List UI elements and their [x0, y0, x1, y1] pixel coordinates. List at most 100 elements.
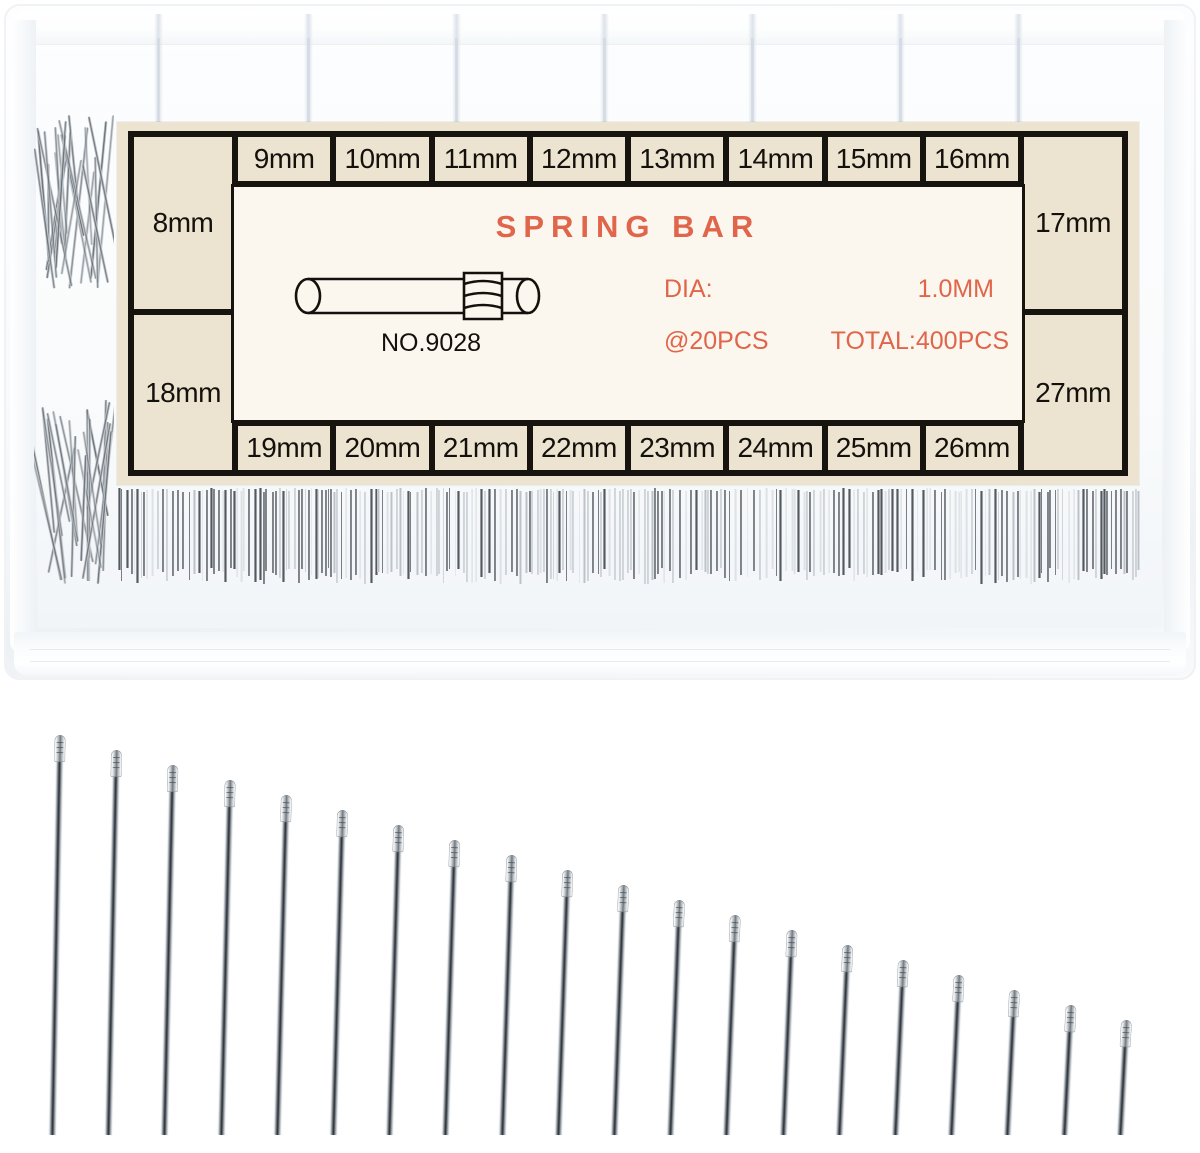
size-cell-20mm: 20mm: [333, 423, 431, 473]
packed-spring-bar: [202, 490, 204, 581]
spring-bar-shaft: [217, 800, 234, 1135]
packed-spring-bar: [505, 489, 507, 574]
packed-spring-bar: [971, 489, 974, 574]
packed-spring-bar: [325, 490, 327, 576]
packed-spring-bar: [531, 491, 533, 573]
packed-spring-bar: [1137, 491, 1140, 570]
spring-coil-line: [507, 867, 514, 868]
spring-bar-tip: [785, 930, 797, 957]
diameter-value: 1.0MM: [918, 275, 994, 304]
packed-spring-bar: [1068, 491, 1070, 584]
packed-spring-bar: [321, 490, 323, 573]
packed-spring-bar: [663, 491, 665, 583]
packed-spring-bar: [941, 492, 943, 580]
packed-spring-bar: [336, 489, 339, 584]
packed-spring-bar: [644, 489, 646, 584]
packed-spring-bar: [994, 489, 997, 583]
spring-bar-shaft: [498, 875, 516, 1135]
spring-coil-line: [1067, 1012, 1074, 1014]
packed-spring-bar: [998, 492, 1000, 580]
size-cell-25mm: 25mm: [825, 423, 923, 473]
packed-spring-bar: [525, 492, 528, 573]
spring-coil-line: [955, 992, 962, 994]
packed-spring-bar: [1111, 491, 1113, 569]
packed-spring-bar: [906, 489, 908, 568]
packed-spring-bar: [519, 491, 521, 584]
packed-spring-bar: [275, 491, 278, 575]
packed-spring-bar: [318, 490, 320, 577]
packed-spring-bar: [583, 489, 586, 583]
spring-bar-tip: [111, 750, 123, 777]
packed-spring-bar: [669, 489, 672, 571]
spring-bar-diagram-icon: [286, 265, 576, 327]
spring-coil-line: [1011, 997, 1018, 999]
spring-coil-line: [955, 982, 962, 984]
plastic-storage-box: 8mm9mm10mm11mm12mm13mm14mm15mm16mm17mm 1…: [4, 4, 1196, 680]
packed-spring-bar: [988, 489, 991, 575]
packed-spring-bar: [282, 491, 284, 582]
packed-spring-bar: [975, 489, 977, 570]
spring-coil-line: [57, 742, 64, 743]
packed-spring-bar: [562, 489, 564, 570]
packed-spring-bar: [949, 490, 951, 579]
spring-coil-line: [731, 932, 738, 933]
spring-coil-line: [508, 862, 515, 863]
spring-coil-line: [900, 967, 907, 969]
compartment-divider-5: [748, 14, 757, 132]
packed-spring-bar: [944, 489, 946, 579]
packed-spring-bar: [265, 489, 267, 571]
packed-spring-bar: [695, 490, 697, 570]
packed-spring-bar: [475, 488, 476, 582]
spring-bar-24mm: [217, 780, 235, 1135]
spring-bar-12mm: [891, 960, 908, 1135]
packed-spring-bar: [776, 489, 778, 576]
packed-spring-bar: [162, 489, 164, 571]
spring-bar-11mm: [947, 975, 964, 1135]
spring-coil-line: [282, 807, 289, 808]
packed-spring-bar: [720, 489, 722, 568]
size-cell-10mm: 10mm: [333, 134, 431, 184]
packed-spring-bar: [390, 492, 393, 572]
packed-spring-bar: [141, 492, 143, 578]
spring-coil-line: [955, 987, 962, 989]
quantity-row: @20PCS TOTAL:400PCS: [664, 327, 1009, 356]
size-cell-14mm: 14mm: [726, 134, 824, 184]
packed-spring-bar: [579, 491, 581, 583]
spring-bar-shaft: [891, 980, 907, 1135]
spring-coil-line: [282, 812, 289, 813]
packed-spring-bar: [934, 490, 936, 570]
packed-spring-bar: [410, 492, 412, 572]
spring-bar-tip: [617, 885, 629, 912]
packed-spring-bar: [566, 491, 568, 581]
packed-spring-bar: [1106, 491, 1108, 575]
packed-spring-bar: [657, 491, 659, 574]
spring-bar-17mm: [610, 885, 628, 1135]
label-title: SPRING BAR: [234, 209, 1022, 245]
packed-spring-bar: [785, 488, 787, 570]
size-cell-16mm: 16mm: [923, 134, 1021, 184]
size-cell-11mm: 11mm: [432, 134, 530, 184]
packed-spring-bar: [480, 489, 483, 577]
spring-bar-tip: [729, 915, 741, 942]
packed-spring-bar: [1100, 491, 1103, 579]
packed-spring-bar: [647, 491, 648, 584]
size-cell-15mm: 15mm: [825, 134, 923, 184]
packed-spring-bar: [598, 490, 600, 574]
packed-spring-bar: [553, 492, 555, 579]
spring-coil-line: [788, 942, 795, 943]
size-cell-13mm: 13mm: [628, 134, 726, 184]
packed-spring-bar: [499, 489, 501, 583]
spring-bar-shaft: [554, 890, 572, 1135]
box-bottom-seam-2: [30, 661, 1170, 662]
packed-spring-bar: [980, 491, 983, 584]
spring-coil-line: [339, 817, 346, 818]
packed-spring-bar: [922, 490, 925, 578]
packed-spring-bar: [710, 490, 712, 574]
size-cell-23mm: 23mm: [628, 423, 726, 473]
packed-spring-bar: [425, 488, 428, 576]
compartment-divider-3: [452, 14, 461, 132]
packed-spring-bar: [355, 489, 357, 575]
spring-bar-shaft: [1060, 1025, 1075, 1135]
packed-spring-bar: [819, 491, 822, 572]
packed-spring-bar: [1055, 490, 1056, 575]
